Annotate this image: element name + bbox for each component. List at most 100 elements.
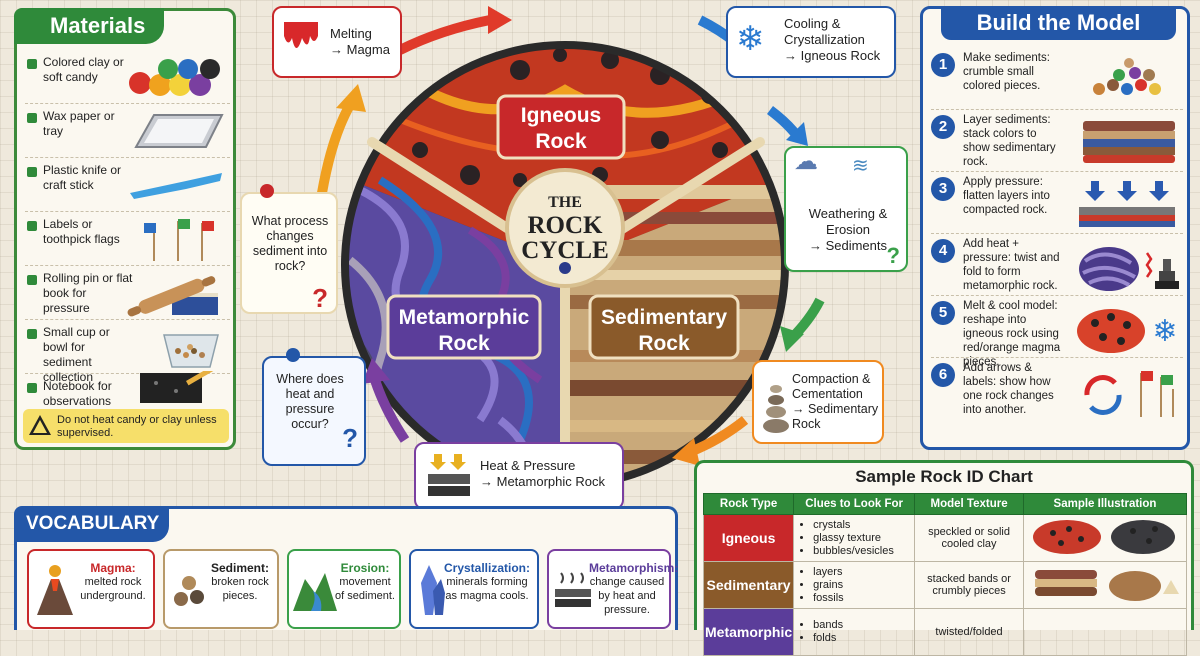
illustration-cell [1023,514,1187,562]
material-item-knife: Plastic knife or craft stick [25,159,230,212]
stacked-stones-icon [763,385,789,433]
weathering-text-3: → Sediments [808,238,888,253]
svg-text:❄: ❄ [1152,315,1177,348]
compaction-text-4: Rock [792,417,821,431]
table-row: Igneous crystals glassy texture bubbles/… [702,514,1187,562]
clue-item: bubbles/vesicles [813,545,913,558]
question-mark-icon: ? [342,423,358,453]
magma-drip-icon [284,22,318,48]
cooling-text-2: Crystallization [784,32,865,47]
igneous-label-2: Rock [535,130,587,153]
rock-type-cell: Metamorphic [702,608,795,656]
compaction-text-3: → Sedimentary [792,402,879,416]
build-step-3: 3 Apply pressure: flatten layers into co… [931,173,1183,234]
clue-item: fossils [813,592,913,605]
material-label: Colored clay or soft candy [43,55,124,84]
clue-item: grains [813,579,913,592]
rock-id-table: Rock Type Clues to Look For Model Textur… [702,493,1187,656]
build-step-2: 2 Layer sediments: stack colors to show … [931,111,1183,172]
build-step-4: 4 Add heat + pressure: twist and fold to… [931,235,1183,296]
table-header-row: Rock Type Clues to Look For Model Textur… [702,493,1187,515]
weathering-card: ☁ ≋ Weathering & Erosion → Sediments ? [784,146,908,272]
clue-item: glassy texture [813,532,913,545]
step-number: 2 [931,115,955,139]
sediment-cup-icon [163,334,219,368]
checkbox-icon [27,329,37,339]
vocab-term: Magma: [90,561,136,575]
step-text: Add heat + pressure: twist and fold to f… [963,238,1060,292]
folded-clay-icon [1079,247,1179,291]
vocab-def: minerals forming as magma cools. [445,576,529,602]
material-label: Small cup or bowl for sediment collectio… [43,325,110,384]
texture-cell: twisted/folded [914,608,1024,656]
build-step-6: 6 Add arrows & labels: show how one rock… [931,359,1183,419]
tray-icon [134,114,224,148]
crystal-icon [421,565,445,615]
checkbox-icon [27,113,37,123]
checkbox-icon [27,167,37,177]
step-number: 1 [931,53,955,77]
vocab-def: melted rock underground. [80,576,146,602]
vocab-card-crystallization: Crystallization:minerals forming as magm… [409,549,539,629]
arrow-melting [397,15,491,55]
vocab-def: broken rock pieces. [211,576,269,602]
column-header: Model Texture [914,493,1024,515]
question-card-heat: Where does heat and pressure occur? ? [262,348,366,466]
illustration-cell [1023,608,1187,656]
vocab-term: Metamorphism: [589,561,679,575]
cooling-card: ❄ Cooling & Crystallization → Igneous Ro… [726,6,896,78]
material-label: Plastic knife or craft stick [43,163,122,192]
column-header: Rock Type [702,493,795,515]
texture-cell: stacked bands or crumbly pieces [914,561,1024,609]
material-item-cup: Small cup or bowl for sediment collectio… [25,321,230,384]
step-number: 3 [931,177,955,201]
step-text: Layer sediments: stack colors to show se… [963,114,1056,168]
heat-layers-icon [555,572,591,607]
rain-cloud-icon: ☁ [794,148,818,175]
step-text: Melt & cool model: reshape into igneous … [963,300,1061,368]
vocab-term: Crystallization: [443,561,530,575]
volcano-icon [37,565,73,615]
plastic-knife-icon [130,173,222,199]
question-text-1: What process changes sediment into rock? [251,214,329,273]
pushpin-icon [286,348,300,362]
vocab-card-sediment: Sediment:broken rock pieces. [163,549,279,629]
table-row: Sedimentary layers grains fossils stacke… [702,561,1187,609]
wind-icon: ≋ [852,155,869,177]
material-item-clay: Colored clay or soft candy [25,51,230,104]
build-step-1: 1 Make sediments: crumble small colored … [931,49,1183,110]
sedimentary-sample-icon [1035,569,1179,601]
step-number: 5 [931,301,955,325]
illustration-cell [1023,561,1187,609]
compaction-card: Compaction & Cementation → Sedimentary R… [752,360,884,444]
build-model-panel: Build the Model 1 Make sediments: crumbl… [920,6,1190,450]
rock-type-cell: Sedimentary [702,561,795,609]
igneous-model-icon: ❄ [1077,309,1178,353]
vocabulary-title: VOCABULARY [14,506,169,542]
cooling-text-3: → Igneous Rock [784,48,881,63]
clue-item: crystals [813,519,913,532]
vocabulary-panel: VOCABULARY Magma:melted rock underground… [14,506,678,630]
compress-layers-icon [1079,181,1175,227]
sedimentary-label-2: Rock [638,332,690,355]
rock-id-chart-panel: Sample Rock ID Chart Rock Type Clues to … [694,460,1194,656]
metamorphic-label-1: Metamorphic [399,306,530,329]
toothpick-flags-icon [144,219,214,261]
column-header: Clues to Look For [793,493,916,515]
question-mark-icon: ? [312,283,328,313]
material-label: Wax paper or tray [43,109,115,138]
material-label: Notebook for observations [43,379,112,408]
safety-warning: Do not heat candy or clay unless supervi… [23,409,229,443]
center-title-1: THE [548,194,582,211]
river-valley-icon [293,573,337,611]
vocab-term: Erosion: [340,561,390,575]
vocab-def: change caused by heat and pressure. [589,576,665,616]
checkbox-icon [27,383,37,393]
pebbles-icon [174,576,204,606]
sediment-pile-icon [1093,58,1161,95]
materials-title: Materials [14,8,164,44]
center-title-3: CYCLE [521,237,609,264]
clue-item: folds [813,632,913,645]
compaction-text-1: Compaction & [792,372,871,386]
pushpin-icon [260,184,274,198]
